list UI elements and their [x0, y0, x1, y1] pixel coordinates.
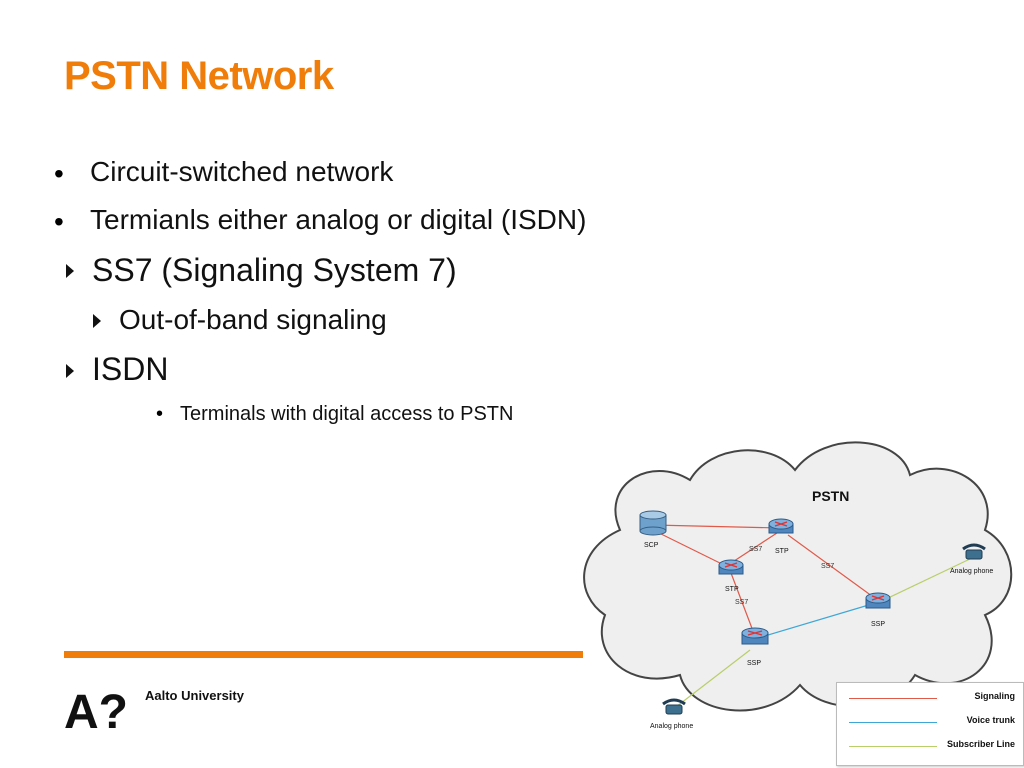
legend-label: Subscriber Line: [946, 739, 1015, 749]
bullet-item: Circuit-switched network: [90, 156, 394, 187]
bullet-item: SS7 (Signaling System 7): [92, 252, 457, 288]
bullet-item: Termianls either analog or digital (ISDN…: [90, 204, 587, 235]
caret-right-icon: [66, 364, 74, 378]
cloud-label: PSTN: [812, 488, 849, 504]
bullet-item: Terminals with digital access to PSTN: [180, 403, 514, 425]
signaling-link: [727, 530, 781, 566]
subscriber-line-swatch: [849, 746, 937, 747]
ss7-label: SS7: [735, 599, 748, 606]
legend-item-signaling: Signaling: [837, 689, 1023, 709]
router-icon: [718, 559, 744, 575]
orange-divider: [64, 651, 583, 658]
ssp-right-label: SSP: [871, 621, 885, 628]
legend-label: Voice trunk: [966, 715, 1015, 725]
ss7-label: SS7: [749, 546, 762, 553]
analog-phone-label: Analog phone: [650, 723, 693, 730]
caret-right-icon: [93, 314, 101, 328]
scp-database-icon: [639, 510, 667, 536]
analog-phone-icon: [662, 698, 686, 715]
aalto-logo: A?: [64, 686, 128, 734]
org-name: Aalto University: [145, 688, 244, 703]
router-icon: [768, 518, 794, 534]
slide-title: PSTN Network: [64, 54, 334, 98]
scp-label: SCP: [644, 542, 659, 549]
signaling-link: [652, 524, 781, 529]
analog-phone-icon: [962, 543, 986, 560]
pstn-diagram: PSTN SCP STP STP SSP SSP: [583, 441, 1013, 730]
legend-label: Signaling: [974, 691, 1016, 701]
stp-left-label: STP: [725, 586, 739, 593]
signaling-swatch: [849, 698, 937, 699]
voice-trunk-link: [757, 603, 873, 639]
voice-trunk-swatch: [849, 722, 937, 723]
signaling-link: [652, 529, 729, 568]
subscriber-line-link: [887, 557, 973, 599]
analog-phone-label: Analog phone: [950, 568, 993, 575]
bullet-dot: •: [156, 403, 164, 425]
ssp-bottom-label: SSP: [747, 660, 761, 667]
legend-item-subscriber-line: Subscriber Line: [837, 737, 1023, 757]
bullet-item: ISDN: [92, 351, 169, 387]
bullet-dot: •: [54, 158, 64, 189]
bullet-item: Out-of-band signaling: [119, 304, 387, 335]
bullet-dot: •: [54, 206, 64, 237]
stp-top-label: STP: [775, 548, 789, 555]
subscriber-line-link: [671, 649, 751, 711]
cloud-shape: [583, 441, 1013, 712]
signaling-link: [730, 572, 754, 632]
router-icon: [865, 592, 891, 609]
signaling-link: [787, 534, 877, 600]
legend-item-voice-trunk: Voice trunk: [837, 713, 1023, 733]
ss7-label: SS7: [821, 563, 834, 570]
router-icon: [741, 627, 769, 645]
svg-text:A?: A?: [64, 686, 128, 734]
legend: Signaling Voice trunk Subscriber Line: [836, 682, 1024, 766]
caret-right-icon: [66, 264, 74, 278]
